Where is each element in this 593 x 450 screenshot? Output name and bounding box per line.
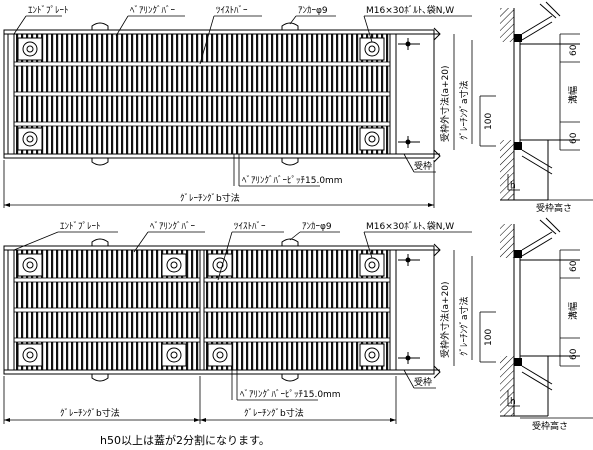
top-section-h: h: [510, 181, 516, 191]
top-anchor-3: [281, 22, 299, 30]
top-anchor-2: [91, 158, 109, 166]
bottom-section-grating-a: ｸﾞﾚｰﾁﾝｸﾞa寸法: [458, 296, 470, 356]
caption: h50以上は蓋が2分割になります。: [100, 433, 270, 447]
top-label-pitch: ﾍﾞｱﾘﾝｸﾞﾊﾞｰﾋﾟｯﾁ15.0mm: [242, 175, 343, 186]
bottom-section-view: 受枠外寸法(a+20) ｸﾞﾚｰﾁﾝｸﾞa寸法 100 60 溝幅 60 h 受…: [439, 217, 593, 432]
top-plan-view: ｴﾝﾄﾞﾌﾟﾚｰﾄ ﾍﾞｱﾘﾝｸﾞﾊﾞｰ ﾂｲｽﾄﾊﾞｰ ｱﾝｶｰφ9 M16×…: [3, 4, 472, 208]
bottom-section-width: 溝幅: [567, 302, 579, 320]
bottom-label-grating-b-left: ｸﾞﾚｰﾁﾝｸﾞb寸法: [60, 407, 120, 419]
bottom-label-frame: 受枠: [414, 376, 432, 388]
top-section-outer-dim: 受枠外寸法(a+20): [439, 65, 451, 142]
top-label-bearing-bar: ﾍﾞｱﾘﾝｸﾞﾊﾞｰ: [130, 5, 176, 16]
bottom-label-grating-b-right: ｸﾞﾚｰﾁﾝｸﾞb寸法: [244, 407, 304, 419]
bottom-label-twist-bar: ﾂｲｽﾄﾊﾞｰ: [234, 221, 266, 232]
top-section-view: 受枠外寸法(a+20) ｸﾞﾚｰﾁﾝｸﾞa寸法 100 60 溝幅 60 h 受…: [439, 1, 593, 214]
top-bolt-block-bl: [17, 127, 43, 151]
top-label-frame: 受枠: [414, 160, 432, 172]
top-anchor-4: [281, 158, 299, 166]
top-frame-outline: [3, 29, 435, 159]
top-section-dim-60-bottom: 60: [569, 132, 579, 144]
top-label-end-plate: ｴﾝﾄﾞﾌﾟﾚｰﾄ: [28, 5, 69, 16]
top-twist-bar-2: [8, 92, 396, 96]
bottom-section-dim-60-top: 60: [569, 260, 579, 272]
top-section-frame-height: 受枠高さ: [536, 202, 572, 214]
bottom-plan-view: ｴﾝﾄﾞﾌﾟﾚｰﾄ ﾍﾞｱﾘﾝｸﾞﾊﾞｰ ﾂｲｽﾄﾊﾞｰ ｱﾝｶｰφ9 M16×…: [3, 220, 472, 424]
top-end-plate-left: [7, 33, 15, 155]
top-section-dim-100: 100: [484, 113, 494, 130]
top-twist-bar-1: [8, 62, 396, 66]
bottom-label-bearing-bar: ﾍﾞｱﾘﾝｸﾞﾊﾞｰ: [150, 221, 196, 232]
top-end-plate-right: [389, 33, 397, 155]
top-bolt-block-br: [359, 127, 385, 151]
bottom-section-h: h: [510, 397, 516, 407]
top-anchor-1: [91, 22, 109, 30]
top-label-bolt: M16×30ﾎﾞﾙﾄ､袋N,W: [366, 4, 454, 16]
bottom-label-end-plate: ｴﾝﾄﾞﾌﾟﾚｰﾄ: [60, 221, 101, 232]
top-section-width: 溝幅: [567, 86, 579, 104]
top-section-grating-a: ｸﾞﾚｰﾁﾝｸﾞa寸法: [458, 80, 470, 140]
bottom-bolt-blocks: [17, 253, 385, 367]
top-bolt-block-tr: [359, 37, 385, 61]
top-bolt-block-tl: [17, 37, 43, 61]
top-section-dim-60-top: 60: [569, 44, 579, 56]
bottom-label-anchor: ｱﾝｶｰφ9: [302, 221, 332, 232]
top-twist-bar-3: [8, 122, 396, 126]
bottom-section-dim-60-bottom: 60: [569, 348, 579, 360]
bottom-section-outer-dim: 受枠外寸法(a+20): [439, 281, 451, 358]
bottom-label-pitch: ﾍﾞｱﾘﾝｸﾞﾊﾞｰﾋﾟｯﾁ15.0mm: [240, 389, 341, 400]
bottom-section-frame-height: 受枠高さ: [532, 420, 568, 432]
top-label-grating-b: ｸﾞﾚｰﾁﾝｸﾞb寸法: [180, 192, 240, 204]
bottom-label-bolt: M16×30ﾎﾞﾙﾄ､袋N,W: [366, 220, 454, 232]
bottom-frame-outline: [3, 245, 435, 375]
top-label-anchor: ｱﾝｶｰφ9: [298, 5, 328, 16]
bottom-section-dim-100: 100: [484, 329, 494, 346]
top-label-twist-bar: ﾂｲｽﾄﾊﾞｰ: [216, 5, 248, 16]
